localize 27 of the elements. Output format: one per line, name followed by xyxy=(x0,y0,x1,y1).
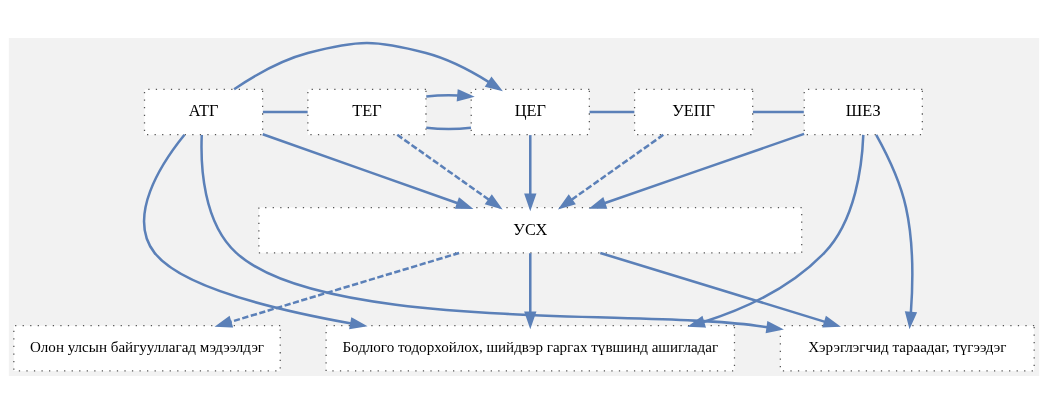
node-box: Хэрэглэгчид тараадаг, түгээдэг xyxy=(779,324,1035,372)
arrow xyxy=(687,134,865,328)
node-box: Олон улсын байгууллагад мэдээлдэг xyxy=(13,324,281,372)
connector xyxy=(262,110,308,113)
connector xyxy=(752,110,804,113)
arrow xyxy=(599,251,841,327)
arrow xyxy=(426,88,475,101)
connector xyxy=(589,110,635,113)
arrow xyxy=(557,133,664,209)
arrow xyxy=(875,133,918,329)
arrow xyxy=(214,251,460,328)
connector xyxy=(426,126,472,130)
arrow xyxy=(142,133,368,329)
arrow xyxy=(588,132,805,209)
arrow xyxy=(200,134,784,333)
node-box: УЕПГ xyxy=(633,88,754,135)
node-box: ШЕЗ xyxy=(803,88,923,135)
arrow xyxy=(233,41,503,91)
node-box: АТГ xyxy=(143,88,264,135)
arrow xyxy=(524,134,537,211)
arrow xyxy=(524,252,537,329)
arrow xyxy=(396,133,503,209)
arrow xyxy=(262,132,474,209)
node-box: ТЕГ xyxy=(307,88,427,135)
node-box: Бодлого тодорхойлох, шийдвэр гаргах түвшинд ашигладаг xyxy=(325,324,736,372)
node-box: УСХ xyxy=(258,206,803,253)
node-box: ЦЕГ xyxy=(470,88,590,135)
